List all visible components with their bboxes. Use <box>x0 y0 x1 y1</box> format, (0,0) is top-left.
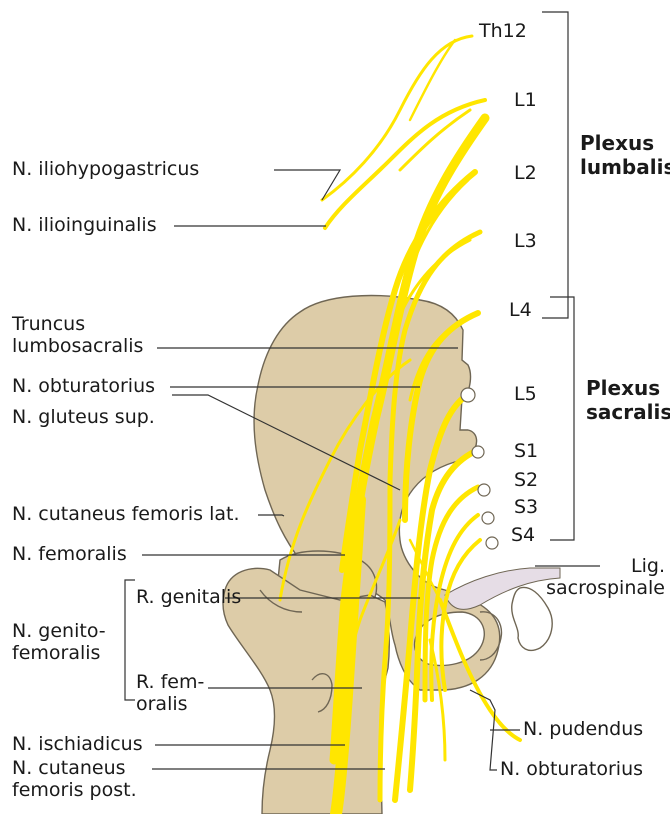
label-r-femoralis: R. fem- oralis <box>136 671 204 715</box>
label-lig-sacrospinale: Lig. sacrospinale <box>540 555 665 599</box>
label-n-obturatorius-left: N. obturatorius <box>12 375 155 397</box>
label-s1: S1 <box>514 440 538 462</box>
label-n-femoralis: N. femoralis <box>12 543 127 565</box>
femur-bone <box>223 551 389 814</box>
label-l1: L1 <box>514 89 537 111</box>
label-l4: L4 <box>509 299 532 321</box>
label-s3: S3 <box>514 496 538 518</box>
label-n-cutaneus-femoris-post: N. cutaneus femoris post. <box>12 757 137 801</box>
label-n-genitofemoralis: N. genito- femoralis <box>12 620 106 664</box>
label-truncus-lumbosacralis: Truncus lumbosacralis <box>12 313 143 357</box>
label-n-iliohypogastricus: N. iliohypogastricus <box>12 158 199 180</box>
plexus-lumbalis-title: Plexus lumbalis <box>580 131 670 179</box>
label-n-gluteus-sup: N. gluteus sup. <box>12 406 155 428</box>
label-n-obturatorius-right: N. obturatorius <box>500 758 643 780</box>
plexus-sacralis-title: Plexus sacralis <box>586 376 670 424</box>
label-n-pudendus: N. pudendus <box>523 718 643 740</box>
label-l2: L2 <box>514 162 537 184</box>
label-s4: S4 <box>511 524 535 546</box>
label-n-cutaneus-femoris-lat: N. cutaneus femoris lat. <box>12 503 240 525</box>
label-th12: Th12 <box>479 20 527 42</box>
label-n-ilioinguinalis: N. ilioinguinalis <box>12 214 157 236</box>
label-l3: L3 <box>514 230 537 252</box>
label-r-genitalis: R. genitalis <box>136 586 241 608</box>
label-n-ischiadicus: N. ischiadicus <box>12 733 143 755</box>
label-s2: S2 <box>514 469 538 491</box>
label-l5: L5 <box>514 383 537 405</box>
